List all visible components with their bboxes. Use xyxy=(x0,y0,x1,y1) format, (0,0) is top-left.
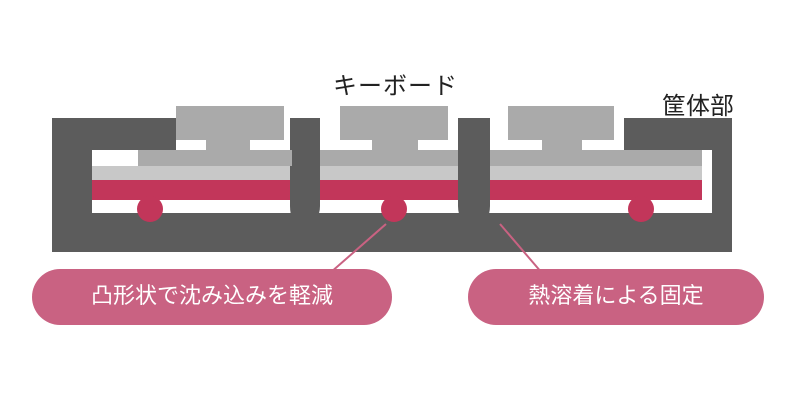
callout-reduce-sinking: 凸形状で沈み込みを軽減 xyxy=(32,269,392,325)
housing-boss-left xyxy=(290,118,320,224)
keycap-1 xyxy=(138,106,292,166)
housing-boss-right xyxy=(458,118,490,224)
convex-bump-2 xyxy=(381,196,407,222)
keycap-3 xyxy=(490,106,702,166)
pcb-layer xyxy=(92,180,702,200)
leader-line-right xyxy=(499,223,543,274)
keyboard-label: キーボード xyxy=(333,72,458,100)
housing-frame xyxy=(52,118,732,252)
housing-label: 筐体部 xyxy=(662,92,734,120)
convex-bump-3 xyxy=(628,196,654,222)
callout-heat-weld-fixing: 熱溶着による固定 xyxy=(468,269,764,325)
convex-bump-1 xyxy=(137,196,163,222)
keycap-2 xyxy=(320,106,458,166)
membrane-layer xyxy=(92,166,702,182)
leader-line-left xyxy=(329,223,387,274)
